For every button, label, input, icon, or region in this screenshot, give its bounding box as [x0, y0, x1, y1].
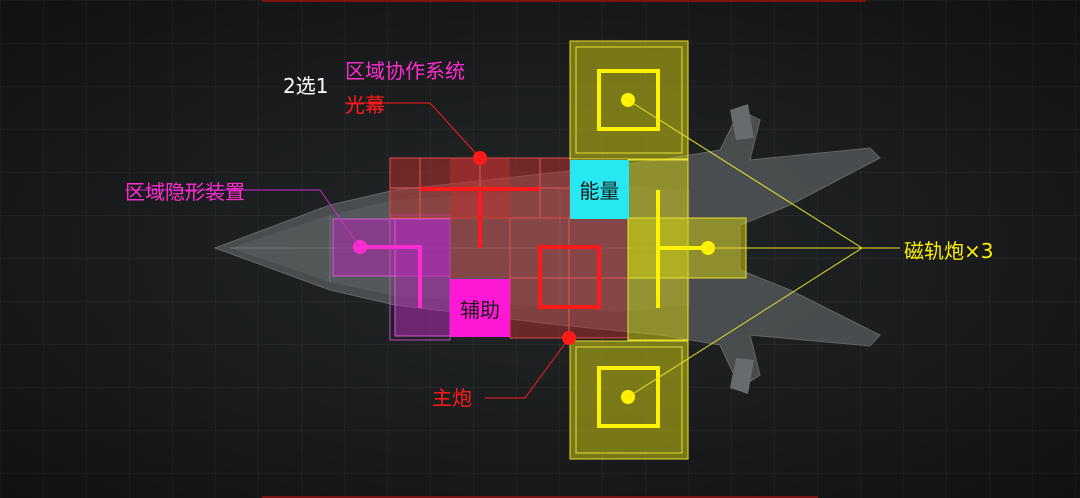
stealth-zone [332, 214, 451, 341]
energy-tag: 能量 [570, 160, 629, 219]
railgun-label: 磁轨炮×3 [904, 239, 994, 263]
top-accent-bar [262, 0, 866, 2]
light-curtain-slot-icon [420, 187, 540, 248]
zone-coop-system-label: 区域协作系统 [345, 59, 465, 83]
main-cannon-label: 主炮 [432, 386, 472, 410]
assist-tag: 辅助 [450, 279, 510, 337]
bottom-accent-bar [262, 496, 818, 498]
leader-lines [125, 99, 900, 399]
choice-label: 2选1 [283, 74, 329, 98]
main-cannon-slot-icon [538, 245, 601, 309]
zone-stealth-device-label: 区域隐形装置 [125, 180, 245, 204]
light-curtain-label: 光幕 [345, 93, 385, 117]
